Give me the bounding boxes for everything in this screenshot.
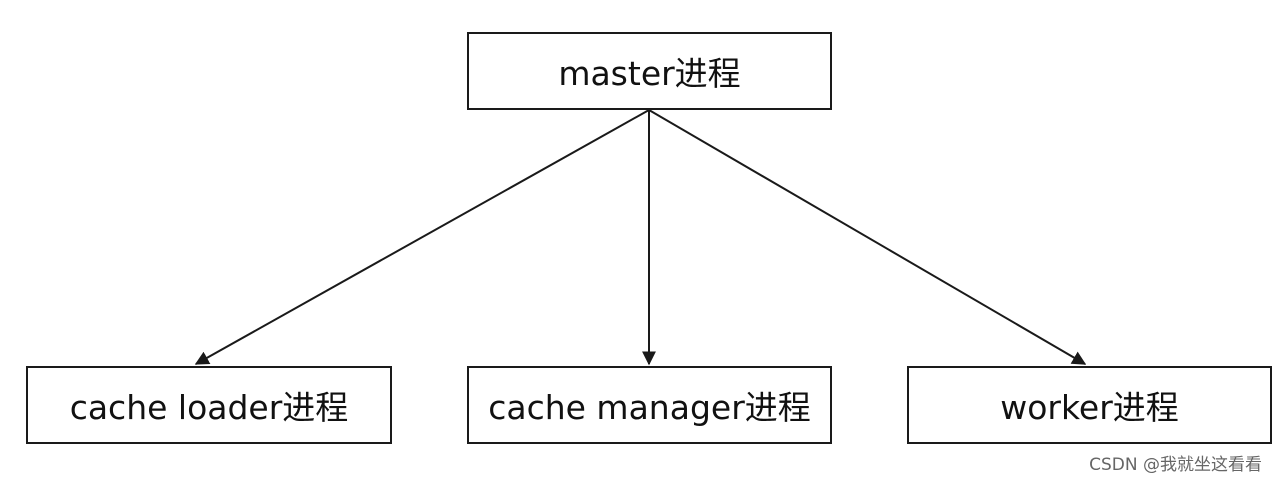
master-process-node: master进程 [467,32,832,110]
cache-manager-process-node: cache manager进程 [467,366,832,444]
cache-manager-process-label: cache manager进程 [488,388,811,427]
worker-process-node: worker进程 [907,366,1272,444]
master-process-label: master进程 [558,54,741,93]
arrow-master-to-worker [648,109,1087,365]
cache-loader-process-node: cache loader进程 [26,366,392,444]
worker-process-label: worker进程 [1000,388,1179,427]
csdn-watermark: CSDN @我就坐这看看 [1089,455,1262,475]
cache-loader-process-label: cache loader进程 [69,388,349,427]
arrow-master-to-cache-loader [194,109,650,365]
